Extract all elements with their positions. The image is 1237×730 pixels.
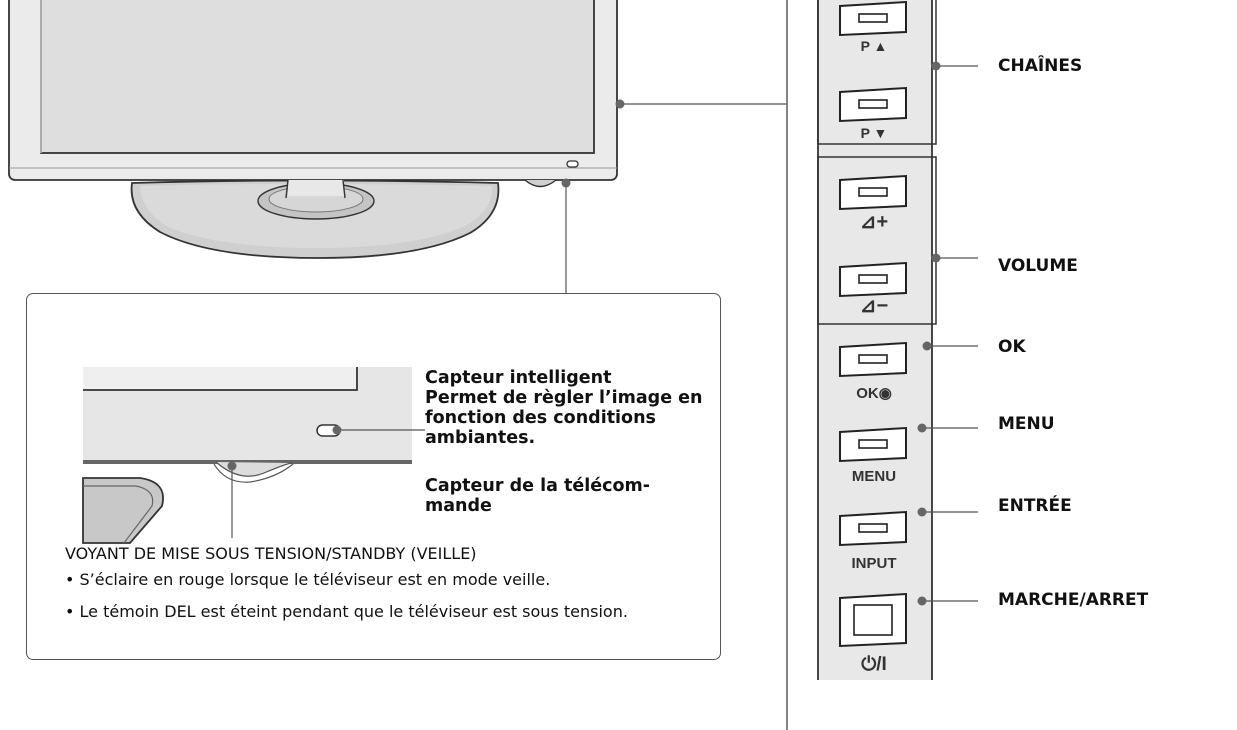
side-button-ok[interactable]: OK◉ xyxy=(839,341,907,402)
side-button-ch-down[interactable]: P ▼ xyxy=(839,86,907,141)
side-button-caption-input: INPUT xyxy=(852,555,897,572)
side-button-power[interactable]: ⏻/I xyxy=(839,592,907,675)
remote-sensor-line-1: Capteur de la télécom- xyxy=(425,476,650,496)
side-button-caption-ok: OK◉ xyxy=(856,385,892,402)
tv-connectors xyxy=(561,0,788,730)
side-button-vol-up[interactable]: ⊿+ xyxy=(839,174,907,233)
label-ok: OK xyxy=(998,337,1026,357)
callout-illustration xyxy=(82,367,425,544)
remote-sensor-line-2: mande xyxy=(425,496,492,516)
remote-sensor-caption: Capteur de la télécom- mande xyxy=(425,476,650,516)
led-bullet-2: • Le témoin DEL est éteint pendant que l… xyxy=(65,602,628,621)
connector-dot xyxy=(922,341,932,351)
side-button-ch-up[interactable]: P ▲ xyxy=(839,0,907,54)
smart-sensor-desc-2: fonction des conditions xyxy=(425,408,656,428)
led-indicator-title: VOYANT DE MISE SOUS TENSION/STANDBY (VEI… xyxy=(65,544,477,563)
side-button-caption-power: ⏻/I xyxy=(861,654,887,675)
led-bullet-1: • S’éclaire en rouge lorsque le télévise… xyxy=(65,570,551,589)
side-button-caption-menu: MENU xyxy=(852,468,896,485)
label-menu: MENU xyxy=(998,414,1055,434)
tv-set xyxy=(8,0,618,259)
side-button-caption-ch-up: P ▲ xyxy=(861,38,888,54)
smart-sensor-caption: Capteur intelligent Permet de règler l’i… xyxy=(425,368,703,448)
smart-sensor-title: Capteur intelligent xyxy=(425,368,612,388)
volume-group-box xyxy=(817,156,937,325)
side-panel-connectors xyxy=(917,61,978,606)
side-button-caption-vol-up: ⊿+ xyxy=(860,211,888,233)
sensor-window-icon xyxy=(566,160,579,168)
label-volume: VOLUME xyxy=(998,256,1078,276)
tv-screen xyxy=(40,0,595,154)
smart-sensor-desc-1: Permet de règler l’image en xyxy=(425,388,703,408)
connector-dot xyxy=(917,507,927,517)
side-button-caption-vol-down: ⊿− xyxy=(860,295,888,317)
connector-dot xyxy=(917,423,927,433)
side-button-menu[interactable]: MENU xyxy=(839,426,907,485)
smart-sensor-desc-3: ambiantes. xyxy=(425,428,536,448)
callout-box xyxy=(26,293,721,660)
label-channels: CHAÎNES xyxy=(998,56,1083,76)
connector-dot xyxy=(931,253,941,263)
side-button-vol-down[interactable]: ⊿− xyxy=(839,261,907,317)
side-button-caption-ch-down: P ▼ xyxy=(861,125,888,141)
label-input: ENTRÉE xyxy=(998,496,1072,516)
side-panel-buttons: P ▲ P ▼ ⊿+ ⊿− OK◉ MENU INPUT ⏻/I xyxy=(839,0,907,675)
side-button-input[interactable]: INPUT xyxy=(839,510,907,572)
connector-dot xyxy=(917,596,927,606)
label-power: MARCHE/ARRET xyxy=(998,590,1149,610)
connector-dot xyxy=(931,61,941,71)
